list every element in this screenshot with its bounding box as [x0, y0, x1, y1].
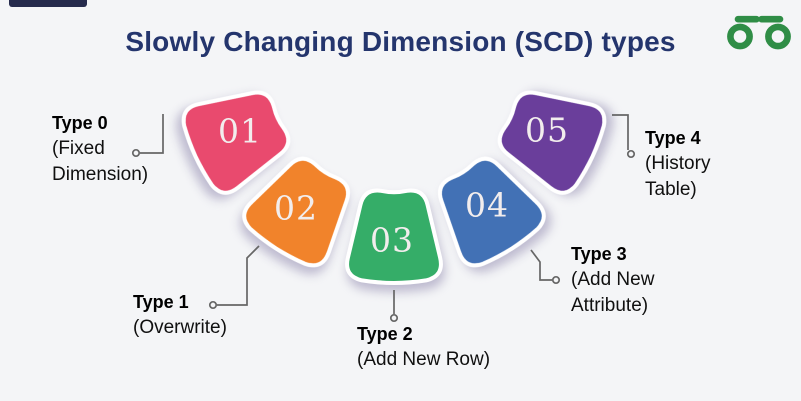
label-type0-title: Type 0: [52, 113, 108, 133]
label-type4-line: (History: [645, 153, 711, 174]
connector-type1: [217, 245, 260, 306]
segment-number-04: 04: [465, 185, 509, 225]
label-type3-line: Attribute): [571, 295, 649, 316]
label-type2: Type 2 (Add New Row): [357, 321, 527, 373]
connector-type3: [530, 249, 552, 281]
logo-glyphs: [727, 15, 791, 50]
label-type0-line: (Fixed: [52, 138, 105, 159]
geeksforgeeks-logo: [727, 15, 791, 50]
top-left-bar: [9, 0, 87, 7]
connector-dots: [131, 148, 636, 323]
label-type1: Type 1 (Overwrite): [133, 289, 283, 341]
label-type2-line: (Add New Row): [357, 349, 491, 370]
label-type3-line: (Add New: [571, 269, 655, 290]
segment-number-05: 05: [525, 110, 569, 150]
connector-type0: [140, 114, 164, 154]
connector-lines: [140, 114, 629, 314]
label-type3-title: Type 3: [571, 244, 627, 264]
label-type1-line: (Overwrite): [133, 317, 227, 338]
label-type1-title: Type 1: [133, 292, 189, 312]
segment-number-03: 03: [370, 220, 414, 260]
label-type3: Type 3 (Add New Attribute): [571, 241, 701, 319]
label-type0: Type 0 (Fixed Dimension): [52, 110, 192, 188]
label-type4-title: Type 4: [645, 128, 701, 148]
segment-number-02: 02: [274, 188, 318, 228]
segment-number-01: 01: [218, 111, 262, 151]
label-type4-line: Table): [645, 179, 697, 200]
label-type2-title: Type 2: [357, 324, 413, 344]
connector-type4: [612, 114, 629, 150]
label-type0-line: Dimension): [52, 164, 149, 185]
label-type4: Type 4 (History Table): [645, 125, 765, 203]
page-title: Slowly Changing Dimension (SCD) types: [125, 26, 676, 57]
